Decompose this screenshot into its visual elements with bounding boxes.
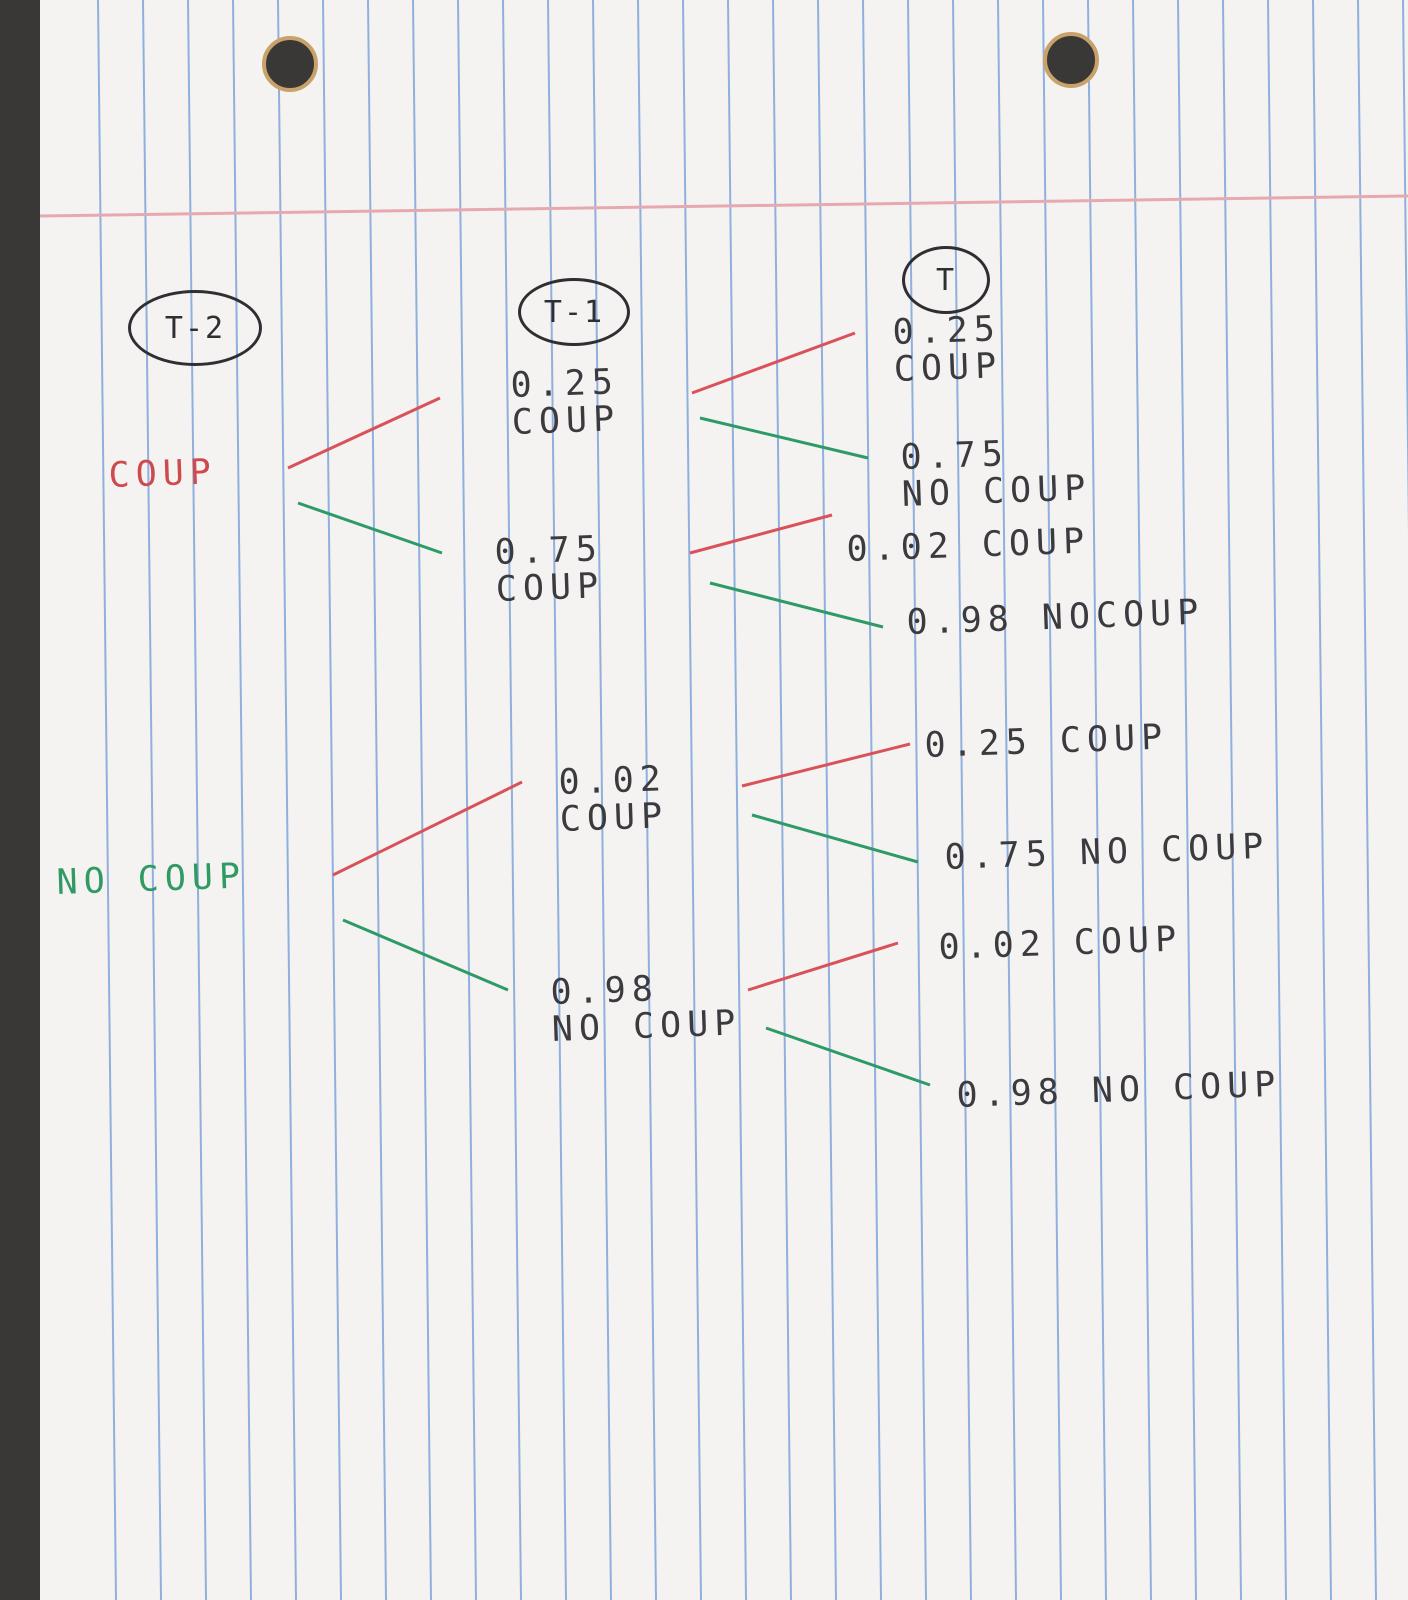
branch-no-coup — [751, 813, 919, 864]
middle-node: 0.25 COUP — [510, 362, 621, 443]
branch-no-coup — [709, 581, 884, 629]
branch-coup — [689, 513, 833, 555]
rule-line — [682, 0, 702, 1600]
root-node-coup: COUP — [107, 452, 218, 496]
branch-coup — [287, 396, 441, 470]
column-header-label: T-2 — [164, 310, 226, 346]
rule-line — [232, 0, 252, 1600]
leaf-node: 0.75 NO COUP — [900, 433, 1093, 515]
rule-line — [1357, 0, 1377, 1600]
rule-line — [997, 0, 1017, 1600]
rule-line — [277, 0, 297, 1600]
margin-line — [40, 194, 1408, 218]
node-outcome: COUP — [495, 566, 605, 610]
rule-line — [1267, 0, 1287, 1600]
rule-line — [367, 0, 387, 1600]
node-outcome: COUP — [559, 796, 669, 840]
tree-branches — [287, 331, 931, 1087]
rule-line — [322, 0, 342, 1600]
column-header-label: T-1 — [543, 294, 605, 330]
rule-line — [1402, 0, 1408, 534]
rule-line — [502, 0, 522, 1600]
rule-line — [637, 0, 657, 1600]
rule-line — [187, 0, 207, 1600]
rule-line — [907, 0, 927, 1600]
branch-coup — [691, 331, 856, 395]
rule-line — [97, 0, 117, 1600]
leaf-node: 0.02 COUP — [845, 521, 1091, 570]
node-outcome: NO COUP — [551, 1003, 743, 1050]
branch-no-coup — [699, 416, 869, 460]
middle-node: 0.98 NO COUP — [550, 968, 743, 1050]
branch-no-coup — [765, 1026, 931, 1087]
column-header-t-minus-1: T-1 — [518, 278, 630, 346]
middle-node: 0.02 COUP — [558, 759, 669, 840]
rule-line — [142, 0, 162, 1600]
column-header-t-minus-2: T-2 — [128, 290, 262, 366]
rule-line — [952, 0, 972, 1600]
ruled-lines — [40, 0, 1408, 1600]
node-outcome: NO COUP — [901, 468, 1093, 515]
branch-no-coup — [342, 918, 509, 992]
branch-no-coup — [297, 501, 443, 555]
rule-line — [1042, 0, 1062, 1600]
rule-line — [412, 0, 432, 1600]
rule-line — [1222, 0, 1242, 1600]
rule-line — [1177, 0, 1197, 1600]
rule-line — [727, 0, 747, 1600]
rule-line — [1087, 0, 1107, 1600]
binder-hole — [262, 36, 318, 92]
leaf-node: 0.25 COUP — [923, 717, 1169, 766]
branch-coup — [332, 780, 523, 877]
branch-coup — [747, 941, 899, 992]
rule-line — [457, 0, 477, 1600]
rule-line — [592, 0, 612, 1600]
rule-line — [772, 0, 792, 1600]
rule-line — [817, 0, 837, 1600]
rule-line — [547, 0, 567, 1600]
column-header-label: T — [935, 262, 957, 298]
notebook-paper: T-2 T-1 T COUP NO COUP 0.25 COUP 0.75 CO… — [40, 0, 1408, 1600]
branch-coup — [741, 742, 911, 788]
leaf-node: 0.02 COUP — [937, 919, 1183, 968]
column-header-t: T — [902, 246, 990, 314]
rule-line — [1132, 0, 1152, 1600]
leaf-node: 0.25 COUP — [892, 309, 1003, 390]
node-outcome: COUP — [511, 399, 621, 443]
rule-line — [862, 0, 882, 1600]
binder-hole — [1043, 32, 1099, 88]
root-node-no-coup: NO COUP — [55, 856, 247, 903]
rule-line — [1312, 0, 1332, 1600]
middle-node: 0.75 COUP — [494, 529, 605, 610]
node-outcome: COUP — [893, 346, 1003, 390]
